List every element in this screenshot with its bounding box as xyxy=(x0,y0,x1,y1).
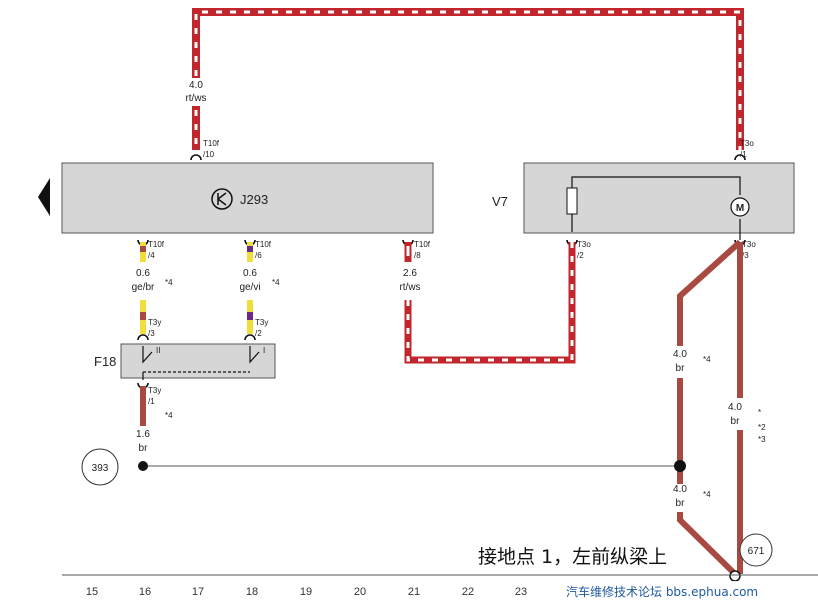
wire-color-br1: br xyxy=(676,363,686,374)
pin-v1-no: /1 xyxy=(740,150,747,159)
junction-393 xyxy=(138,461,148,471)
wire-pin8-to-v2 xyxy=(404,242,576,364)
ground-671-label: 671 xyxy=(748,546,765,557)
wire-top-loop xyxy=(192,8,744,150)
v7-box xyxy=(523,162,795,234)
j293-box xyxy=(61,162,434,234)
f18-contact-ii: II xyxy=(156,346,160,355)
pin-top-no: /10 xyxy=(203,150,215,159)
f18-label: F18 xyxy=(94,354,116,369)
wire-size-br3: 4.0 xyxy=(673,484,687,495)
j293-label: J293 xyxy=(240,192,268,207)
axis-labels: 15 16 17 18 19 20 21 22 23 xyxy=(86,586,527,598)
wire-color-pin8: rt/ws xyxy=(399,282,420,293)
wire-color-br2: br xyxy=(731,416,741,427)
note-br2-c: *3 xyxy=(758,435,766,444)
axis-label: 17 xyxy=(192,586,204,598)
pin-v3-no: /3 xyxy=(742,251,749,260)
axis-label: 15 xyxy=(86,586,98,598)
axis-label: 22 xyxy=(462,586,474,598)
wire-color-br3: br xyxy=(676,498,686,509)
ground-393-circle xyxy=(81,448,119,486)
axis-label: 18 xyxy=(246,586,258,598)
axis-label: 16 xyxy=(139,586,151,598)
pin-v3-name: T3o xyxy=(742,240,756,249)
note-br3: *4 xyxy=(703,490,711,499)
pin-6-name: T10f xyxy=(255,240,272,249)
fan-icon xyxy=(211,188,233,210)
pin-v1-name: T3o xyxy=(740,139,754,148)
wire-size-pin8: 2.6 xyxy=(403,268,417,279)
note-f1: *4 xyxy=(165,411,173,420)
pin-fy2-name: T3y xyxy=(255,318,268,327)
f18-switch-contacts xyxy=(142,346,260,380)
ground-671-circle xyxy=(739,533,773,567)
v7-label: V7 xyxy=(492,194,508,209)
wire-size-br2: 4.0 xyxy=(728,402,742,413)
wire-size-f1: 1.6 xyxy=(136,429,150,440)
pin-8-no: /8 xyxy=(414,251,421,260)
wire-color-pin6: ge/vi xyxy=(239,282,260,293)
pin-v2-no: /2 xyxy=(577,251,584,260)
note-br2-b: *2 xyxy=(758,423,766,432)
watermark-bg xyxy=(560,581,810,601)
pin-top-name: T10f xyxy=(203,139,220,148)
axis-label: 19 xyxy=(300,586,312,598)
connector-arrow-icon xyxy=(38,178,50,216)
wire-color-f1: br xyxy=(139,443,149,454)
v7-internal-circuit: M xyxy=(566,176,750,240)
wire-size-br1: 4.0 xyxy=(673,349,687,360)
wire-size-pin6: 0.6 xyxy=(243,268,257,279)
wire-size-pin4: 0.6 xyxy=(136,268,150,279)
ground-point-label: 接地点 1，左前纵梁上 xyxy=(478,546,667,568)
pin-8-name: T10f xyxy=(414,240,431,249)
pin-6-no: /6 xyxy=(255,251,262,260)
axis-label: 21 xyxy=(408,586,420,598)
pin-glyphs xyxy=(137,154,746,389)
ground-point-icon xyxy=(729,570,741,582)
pin-4-name: T10f xyxy=(148,240,165,249)
pin-f1-no: /1 xyxy=(148,397,155,406)
axis-label: 23 xyxy=(515,586,527,598)
axis-label: 20 xyxy=(354,586,366,598)
wire-color-top: rt/ws xyxy=(185,93,206,104)
pin-v2-name: T3o xyxy=(577,240,591,249)
pin-fy3-name: T3y xyxy=(148,318,161,327)
ground-393-label: 393 xyxy=(92,463,109,474)
wire-size-top: 4.0 xyxy=(189,80,203,91)
wire-color-pin4: ge/br xyxy=(132,282,155,293)
motor-icon: M xyxy=(736,203,744,214)
watermark: 汽车维修技术论坛 bbs.ephua.com xyxy=(566,584,758,599)
wire-v3-brown xyxy=(677,239,743,577)
junction-main xyxy=(674,460,686,472)
note-br2-a: * xyxy=(758,408,761,417)
note-br1: *4 xyxy=(703,355,711,364)
pin-fy2-no: /2 xyxy=(255,329,262,338)
note-pin6: *4 xyxy=(272,278,280,287)
pin-fy3-no: /3 xyxy=(148,329,155,338)
pin-4-no: /4 xyxy=(148,251,155,260)
f18-contact-i: I xyxy=(263,346,265,355)
note-pin4: *4 xyxy=(165,278,173,287)
pin-f1-name: T3y xyxy=(148,386,161,395)
